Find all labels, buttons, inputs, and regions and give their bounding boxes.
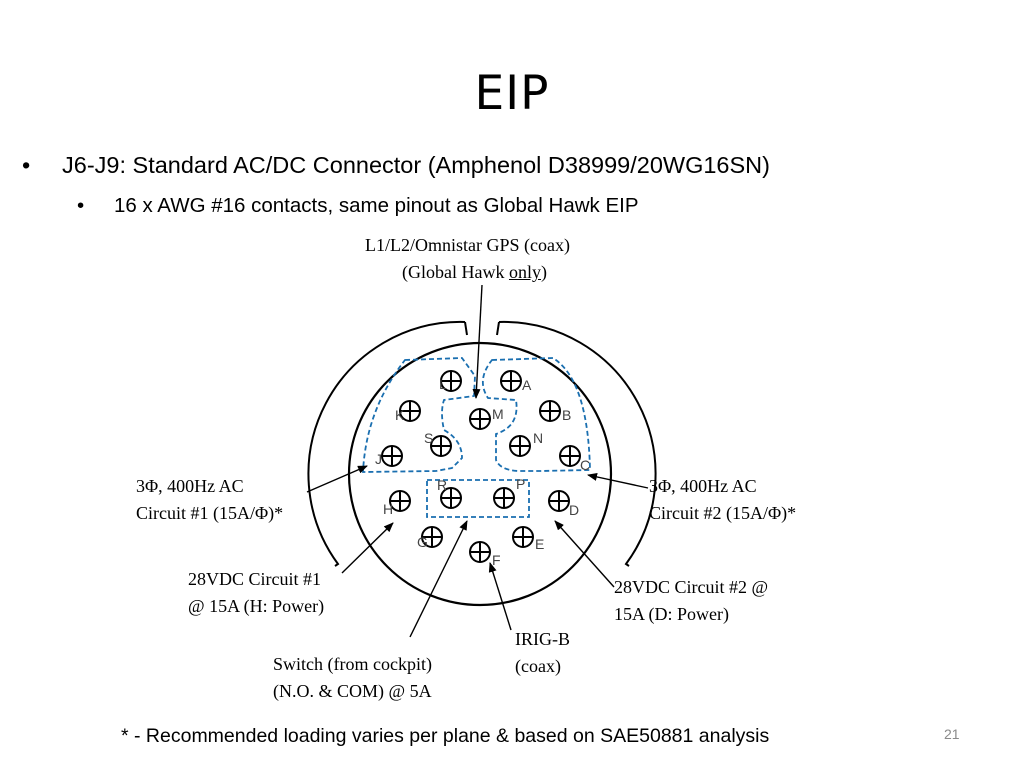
bullet-marker: • (77, 194, 85, 217)
dc2-leader-arrow (554, 520, 615, 588)
ac-circuit-1-group-outline (362, 357, 476, 473)
pin-r-label: R (437, 477, 447, 493)
pin-s: S (424, 430, 452, 457)
pin-e-label: E (535, 536, 544, 552)
pin-e: E (512, 526, 544, 552)
pin-d: D (548, 490, 579, 518)
gps-label-line1: L1/L2/Omnistar GPS (coax) (365, 235, 570, 255)
pin-c-label: C (580, 457, 590, 473)
pin-l: L (439, 370, 462, 392)
shell-key-left (464, 321, 468, 336)
pin-n-label: N (533, 430, 543, 446)
pin-m-label: M (492, 406, 504, 422)
switch-label: Switch (from cockpit) (N.O. & COM) @ 5A (273, 654, 432, 701)
pin-h: H (383, 490, 411, 517)
pin-j-label: J (375, 451, 382, 467)
pin-g-label: G (417, 534, 428, 550)
pin-f-label: F (492, 552, 501, 568)
pin-n: N (509, 430, 543, 457)
pin-f: F (469, 541, 501, 568)
bullet-2: • 16 x AWG #16 contacts, same pinout as … (77, 194, 639, 218)
shell-key-right (496, 321, 500, 336)
switch-group-outline (426, 479, 530, 518)
connector-body-circle (347, 341, 613, 607)
pin-p: P (493, 476, 525, 509)
page-number: 21 (944, 726, 960, 742)
pin-b: B (539, 400, 571, 423)
footnote: * - Recommended loading varies per plane… (121, 725, 770, 747)
pin-k-label: K (395, 407, 405, 423)
shell-arc-left (307, 320, 466, 567)
switch-leader-arrow (409, 520, 468, 638)
bullet-1-text: J6-J9: Standard AC/DC Connector (Ampheno… (62, 152, 770, 178)
gps-label-line2: (Global Hawk only) (402, 262, 547, 282)
pin-j: J (375, 445, 403, 467)
pin-m: M (469, 406, 504, 430)
pin-r: R (437, 477, 462, 509)
irig-b-label: IRIG-B (coax) (515, 629, 570, 676)
pin-d-label: D (569, 502, 579, 518)
pin-g: G (417, 526, 443, 550)
pin-a-label: A (522, 377, 532, 393)
bullet-marker: • (22, 152, 31, 178)
ac1-leader-arrow (306, 465, 368, 493)
dc-circuit-1-label: 28VDC Circuit #1 @ 15A (H: Power) (188, 569, 325, 616)
irig-leader-arrow (488, 562, 512, 631)
pin-c: C (559, 445, 590, 473)
pin-k: K (395, 400, 421, 423)
dc1-leader-arrow (341, 522, 394, 574)
shell-arc-right (498, 320, 657, 567)
ac-circuit-1-label: 3Φ, 400Hz AC Circuit #1 (15A/Φ)* (136, 476, 284, 523)
ac2-leader-arrow (587, 472, 649, 489)
bullet-2-text: 16 x AWG #16 contacts, same pinout as Gl… (114, 194, 639, 217)
pin-a: A (500, 370, 532, 393)
slide-title: EIP (474, 66, 550, 121)
pin-p-label: P (516, 476, 525, 492)
gps-label: L1/L2/Omnistar GPS (coax) (Global Hawk o… (365, 232, 570, 286)
pin-h-label: H (383, 501, 393, 517)
dc-circuit-2-label: 28VDC Circuit #2 @ 15A (D: Power) (614, 577, 769, 624)
pin-layer: L A K M B S N J C H R P D G E F (375, 370, 590, 568)
ac-circuit-2-label: 3Φ, 400Hz AC Circuit #2 (15A/Φ)* (649, 476, 797, 523)
pin-s-label: S (424, 430, 433, 446)
pin-l-label: L (439, 376, 447, 392)
pin-b-label: B (562, 407, 571, 423)
gps-leader-arrow (472, 284, 483, 399)
